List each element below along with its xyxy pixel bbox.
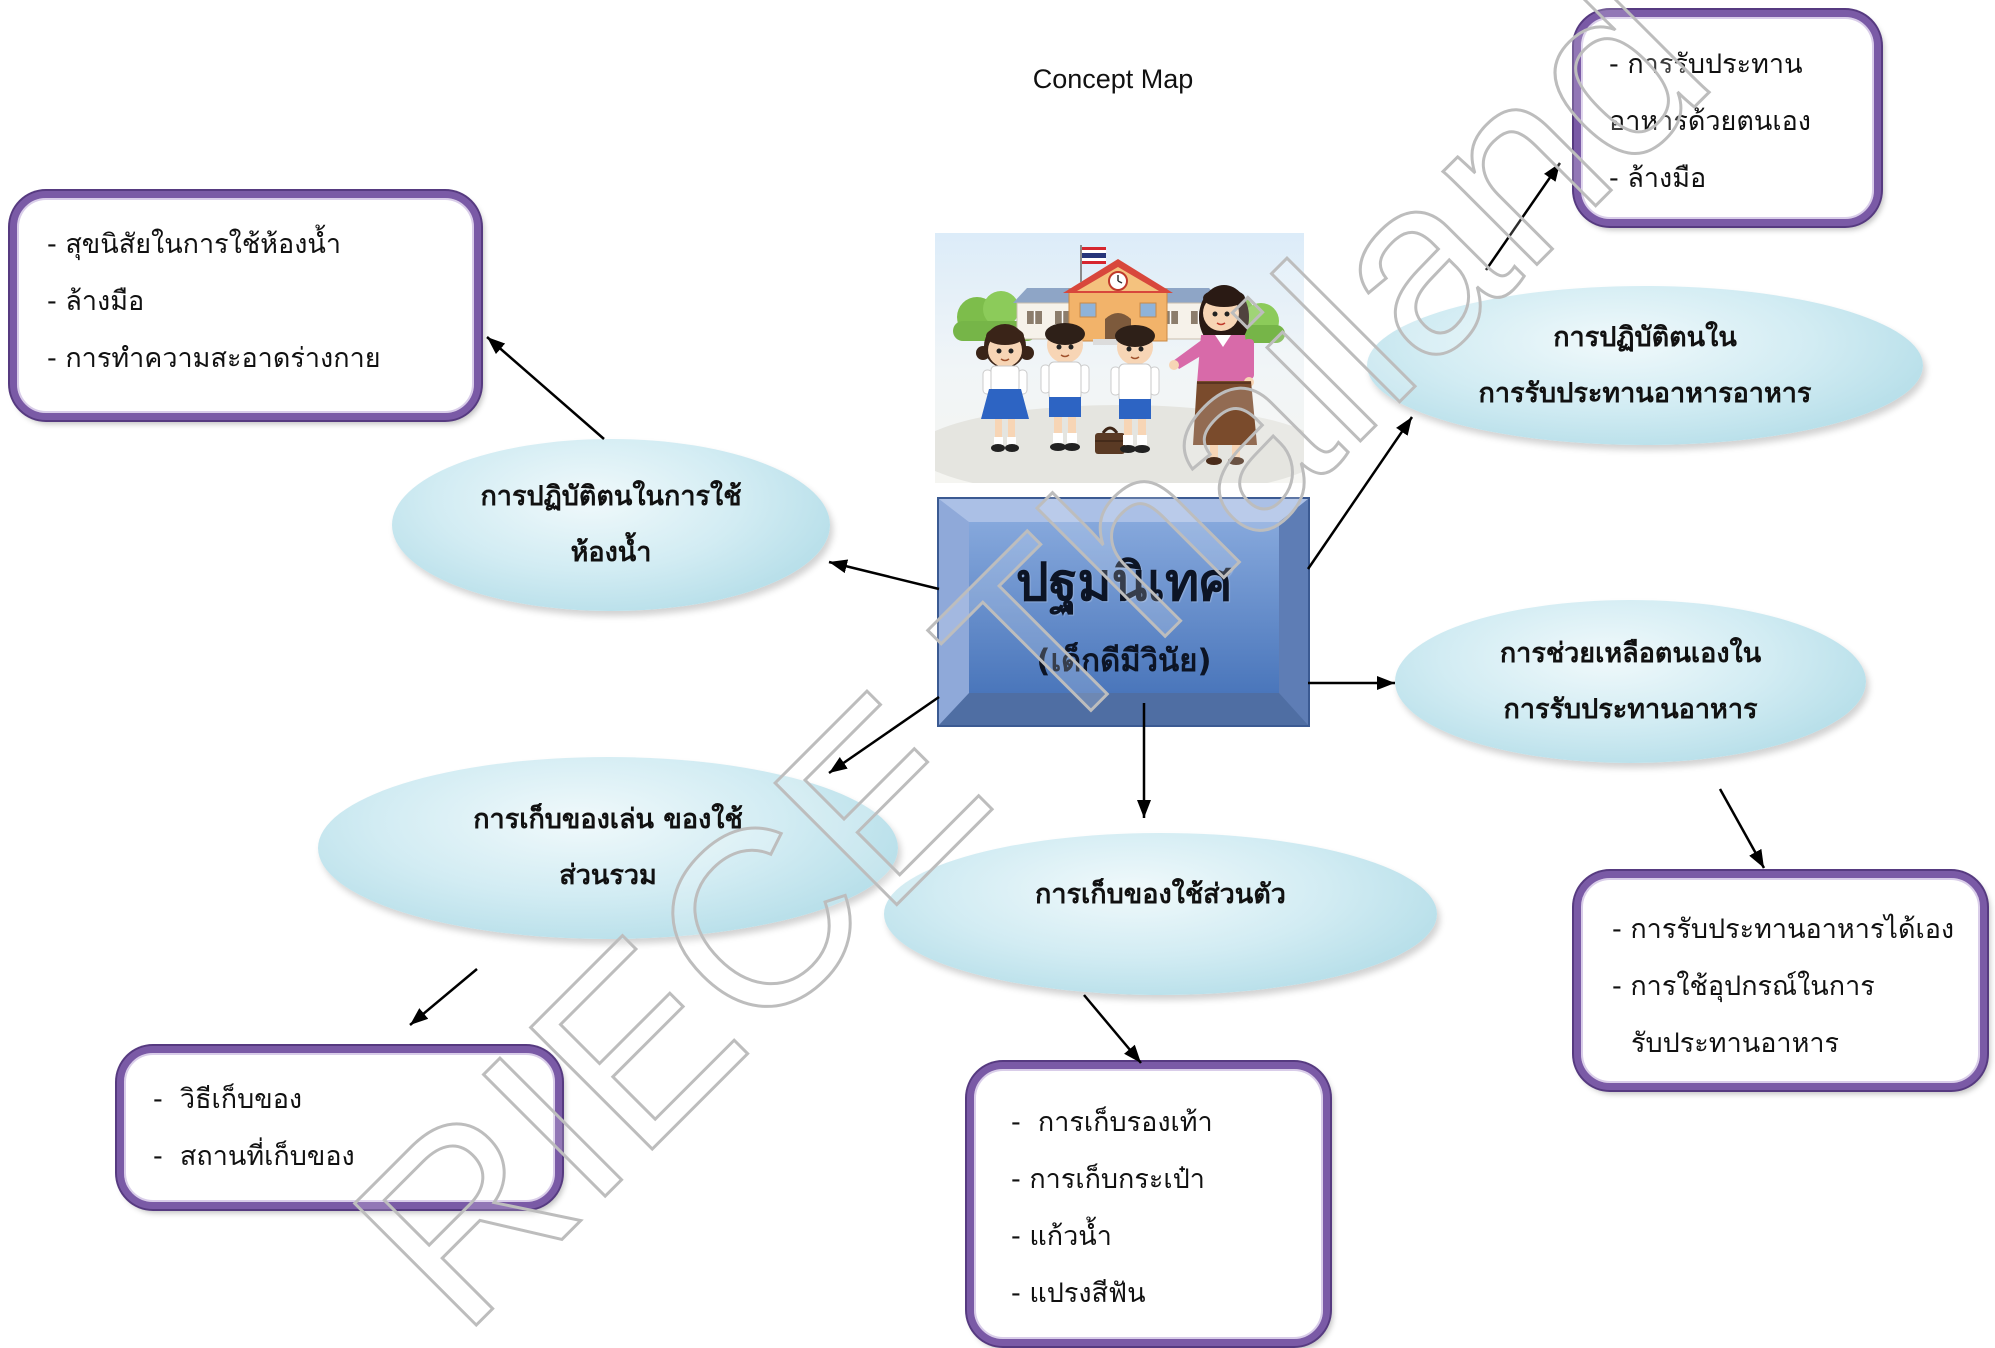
details-meal-conduct-item: - การรับประทาน [1609,49,1803,80]
topic-shared-items-label-line-2: ส่วนรวม [559,860,657,891]
thai-flag-icon [1080,245,1106,282]
center-topic-box: ปฐมนิเทศ (เด็กดีมีวินัย) [937,497,1310,727]
topic-personal-items-label-line-1: การเก็บของใช้ส่วนตัว [1035,879,1286,910]
arrow-center-to-toilet [828,559,940,591]
school-illustration [915,233,1325,497]
topic-meal-self-help-label-line-2: การรับประทานอาหาร [1503,693,1758,725]
student-girl [976,324,1034,452]
arrow-meal-conduct-to-details [1484,162,1562,271]
details-shared-items-item: - สถานที่เก็บของ [153,1141,355,1172]
topic-shared-items-label-line-1: การเก็บของเล่น ของใช้ [473,804,743,835]
teacher [1169,285,1257,465]
topic-meal-self-help-label-line-1: การช่วยเหลือตนเองใน [1499,637,1762,669]
clock-icon [1108,271,1128,291]
student-boy-2 [1110,325,1160,453]
topic-toilet: การปฏิบัติตนในการใช้ ห้องน้ำ [392,439,830,611]
center-title: ปฐมนิเทศ [1015,553,1233,613]
details-personal-items-item: - การเก็บกระเป๋า [1011,1164,1205,1195]
topic-meal-conduct-label-line-1: การปฏิบัติตนใน [1553,321,1737,353]
details-meal-self-help-item: - การรับประทานอาหารได้เอง [1612,914,1955,945]
details-toilet-item: - การทำความสะอาดร่างกาย [47,343,381,374]
center-subtitle: (เด็กดีมีวินัย) [1036,643,1212,679]
arrow-center-to-shared-items [828,695,940,775]
arrow-toilet-to-details [486,336,605,440]
details-toilet-item: - สุขนิสัยในการใช้ห้องน้ำ [47,229,341,260]
details-meal-conduct-item: - ล้างมือ [1609,163,1707,194]
topic-meal-self-help: การช่วยเหลือตนเองใน การรับประทานอาหาร [1395,600,1866,763]
topic-meal-conduct: การปฏิบัติตนใน การรับประทานอาหารอาหาร [1367,286,1923,445]
topic-toilet-label-line-2: ห้องน้ำ [570,537,652,568]
page-title: Concept Map [1032,64,1194,94]
arrow-personal-items-to-details [1083,994,1142,1064]
details-personal-items-item: - การเก็บรองเท้า [1011,1107,1213,1138]
details-meal-conduct-item: อาหารด้วยตนเอง [1609,106,1811,137]
details-personal-items-item: - แก้วน้ำ [1011,1221,1112,1252]
arrow-shared-items-to-details [409,968,478,1026]
school-illustration-graphic [915,233,1325,497]
details-personal-items-item: - แปรงสีฟัน [1011,1278,1146,1309]
details-toilet: - สุขนิสัยในการใช้ห้องน้ำ - ล้างมือ - กา… [10,191,481,420]
topic-shared-items: การเก็บของเล่น ของใช้ ส่วนรวม [318,757,898,939]
topic-meal-conduct-label-line-2: การรับประทานอาหารอาหาร [1478,377,1812,409]
school-bag-icon [1095,426,1125,454]
details-meal-conduct: - การรับประทาน อาหารด้วยตนเอง - ล้างมือ [1574,10,1881,226]
details-meal-self-help-item: - การใช้อุปกรณ์ในการ [1612,971,1875,1002]
arrow-center-to-meal-conduct [1306,416,1414,570]
arrow-meal-self-help-to-details [1718,788,1766,869]
topic-personal-items: การเก็บของใช้ส่วนตัว [884,833,1437,995]
student-boy-1 [1040,323,1090,451]
details-personal-items: - การเก็บรองเท้า - การเก็บกระเป๋า - แก้ว… [967,1062,1330,1346]
details-shared-items-item: - วิธีเก็บของ [153,1084,303,1115]
details-toilet-item: - ล้างมือ [47,286,145,317]
details-meal-self-help: - การรับประทานอาหารได้เอง - การใช้อุปกรณ… [1574,871,1987,1090]
details-shared-items: - วิธีเก็บของ - สถานที่เก็บของ [117,1046,562,1209]
details-meal-self-help-item: รับประทานอาหาร [1631,1028,1840,1059]
topic-toilet-label-line-1: การปฏิบัติตนในการใช้ [480,481,742,512]
